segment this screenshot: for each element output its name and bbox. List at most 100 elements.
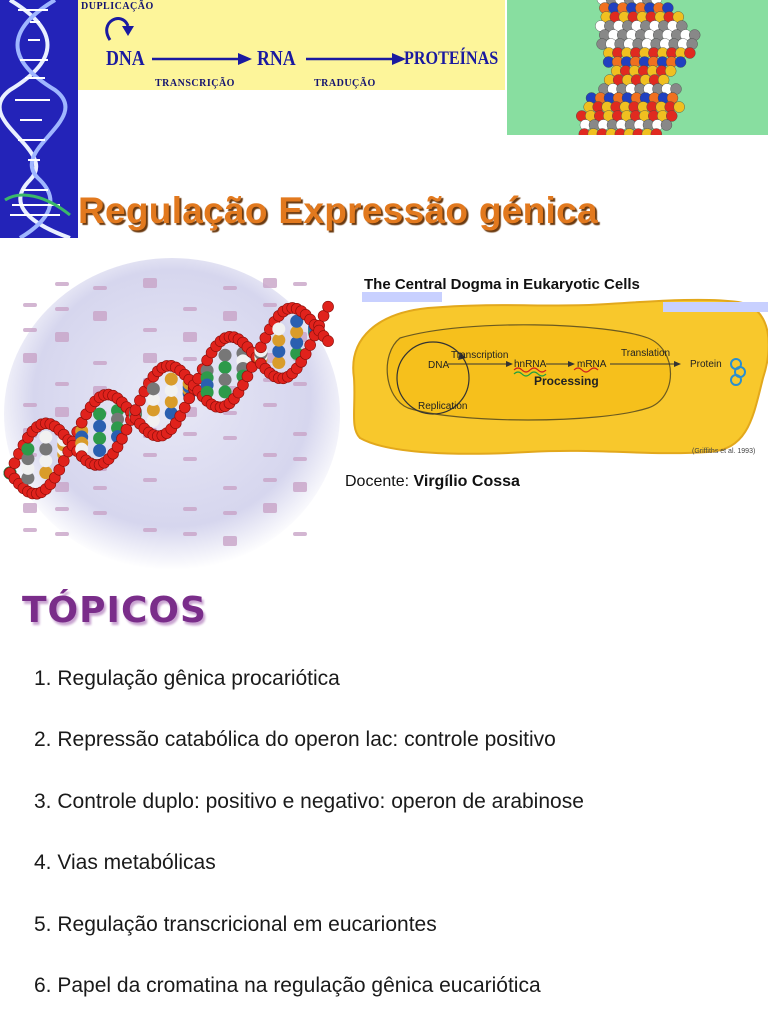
base-pair-bead (164, 372, 178, 386)
gel-band (93, 511, 107, 515)
base-pair-bead (146, 413, 160, 427)
backbone-bead (178, 401, 191, 414)
gel-band (183, 457, 197, 461)
dogma-hnrna-label: hnRNA (514, 359, 547, 370)
gel-band (183, 432, 197, 436)
proteinas-label: PROTEÍNAS (404, 48, 499, 69)
transcricao-label: TRANSCRIÇÃO (155, 78, 235, 89)
base-pair-bead (218, 360, 232, 374)
base-pair-bead (218, 348, 232, 362)
base-pair-bead (39, 466, 53, 480)
backbone-bead (255, 341, 267, 354)
gel-band (93, 361, 107, 365)
base-pair-bead (39, 442, 53, 456)
gel-band (223, 411, 237, 415)
gel-band (263, 278, 277, 288)
base-pair-bead (218, 373, 232, 387)
dna-gel-image (0, 258, 345, 578)
gel-band (263, 403, 277, 407)
dogma-citation: (Griffiths et al. 1993) (692, 448, 756, 455)
gel-band (55, 282, 69, 286)
atom-sphere (684, 47, 696, 59)
dna-helix-icon (0, 0, 71, 240)
gel-band (23, 328, 37, 332)
atom-sphere (664, 65, 677, 77)
base-pair-bead (146, 403, 160, 417)
gel-band (143, 478, 157, 482)
traducao-label: TRADUÇÃO (314, 78, 376, 89)
gel-band (93, 286, 107, 290)
gel-band (293, 382, 307, 386)
topics-heading: TÓPICOS (22, 590, 207, 631)
central-dogma-figure (348, 268, 768, 458)
base-pair-bead (21, 461, 35, 475)
central-dogma-strip: DUPLICAÇÃO DNA RNA PROTEÍNAS TRANSCRIÇÃO… (78, 0, 505, 90)
backbone-bead (322, 300, 334, 313)
base-pair-bead (272, 344, 286, 358)
gel-band (55, 507, 69, 511)
base-pair-bead (290, 325, 304, 339)
base-pair-bead (21, 471, 35, 485)
page-title: Regulação Expressão génica (78, 190, 598, 231)
base-pair-bead (39, 454, 53, 468)
base-pair-bead (272, 322, 286, 336)
dogma-protein-label: Protein (690, 359, 722, 370)
backbone-bead (241, 370, 254, 383)
backbone-bead (317, 310, 330, 322)
backbone-bead (183, 392, 195, 405)
gel-band (55, 332, 69, 342)
base-pair-bead (93, 419, 107, 433)
gel-band (183, 357, 197, 361)
atom-sphere (650, 128, 663, 135)
base-pair-bead (93, 444, 107, 458)
gel-band (23, 403, 37, 407)
dogma-translation-label: Translation (621, 348, 671, 359)
gel-band (55, 407, 69, 417)
dogma-mrna-label: mRNA (577, 359, 607, 370)
gel-band (293, 457, 307, 461)
eukaryotic-cell-icon (352, 292, 768, 455)
docente-label: Docente: (345, 473, 410, 490)
gel-band (223, 311, 237, 321)
base-pair-bead (164, 395, 178, 409)
base-pair-bead (146, 382, 160, 396)
gel-band (55, 532, 69, 536)
backbone-bead (322, 335, 334, 347)
base-pair-bead (93, 407, 107, 421)
gel-band (263, 303, 277, 307)
topic-list: 1. Regulação gênica procariótica 2. Repr… (34, 665, 584, 1033)
atom-sphere (660, 119, 673, 131)
gel-band (183, 507, 197, 511)
gel-band (143, 328, 157, 332)
gel-band (23, 528, 37, 532)
backbone-bead (129, 404, 142, 416)
gel-band (143, 278, 157, 288)
dogma-transcription-label: Transcription (451, 350, 509, 361)
gel-band (263, 478, 277, 482)
gel-band (143, 353, 157, 363)
arrow-right-icon (152, 53, 252, 65)
arrow-right-icon (306, 53, 406, 65)
base-pair-bead (146, 392, 160, 406)
gel-band (223, 511, 237, 515)
gel-band (183, 532, 197, 536)
gel-band (223, 436, 237, 440)
atom-sphere (666, 110, 678, 122)
list-item: 5. Regulação transcricional em eucariont… (34, 912, 437, 936)
gel-band (223, 286, 237, 290)
gel-band (223, 486, 237, 490)
backbone-bead (304, 339, 316, 351)
base-pair-bead (21, 442, 35, 456)
gel-band (293, 532, 307, 536)
base-pair-bead (272, 356, 286, 370)
list-item: 3. Controle duplo: positivo e negativo: … (34, 789, 584, 813)
base-pair-bead (200, 385, 214, 399)
gel-band (143, 528, 157, 532)
dna-label: DNA (106, 46, 145, 70)
gel-band (293, 282, 307, 286)
backbone-bead (8, 457, 21, 469)
dna-molecule-image (507, 0, 768, 135)
list-item: 4. Vias metabólicas (34, 851, 216, 875)
dna-molecule-icon (576, 0, 701, 135)
docente-name: Virgílio Cossa (413, 473, 520, 490)
